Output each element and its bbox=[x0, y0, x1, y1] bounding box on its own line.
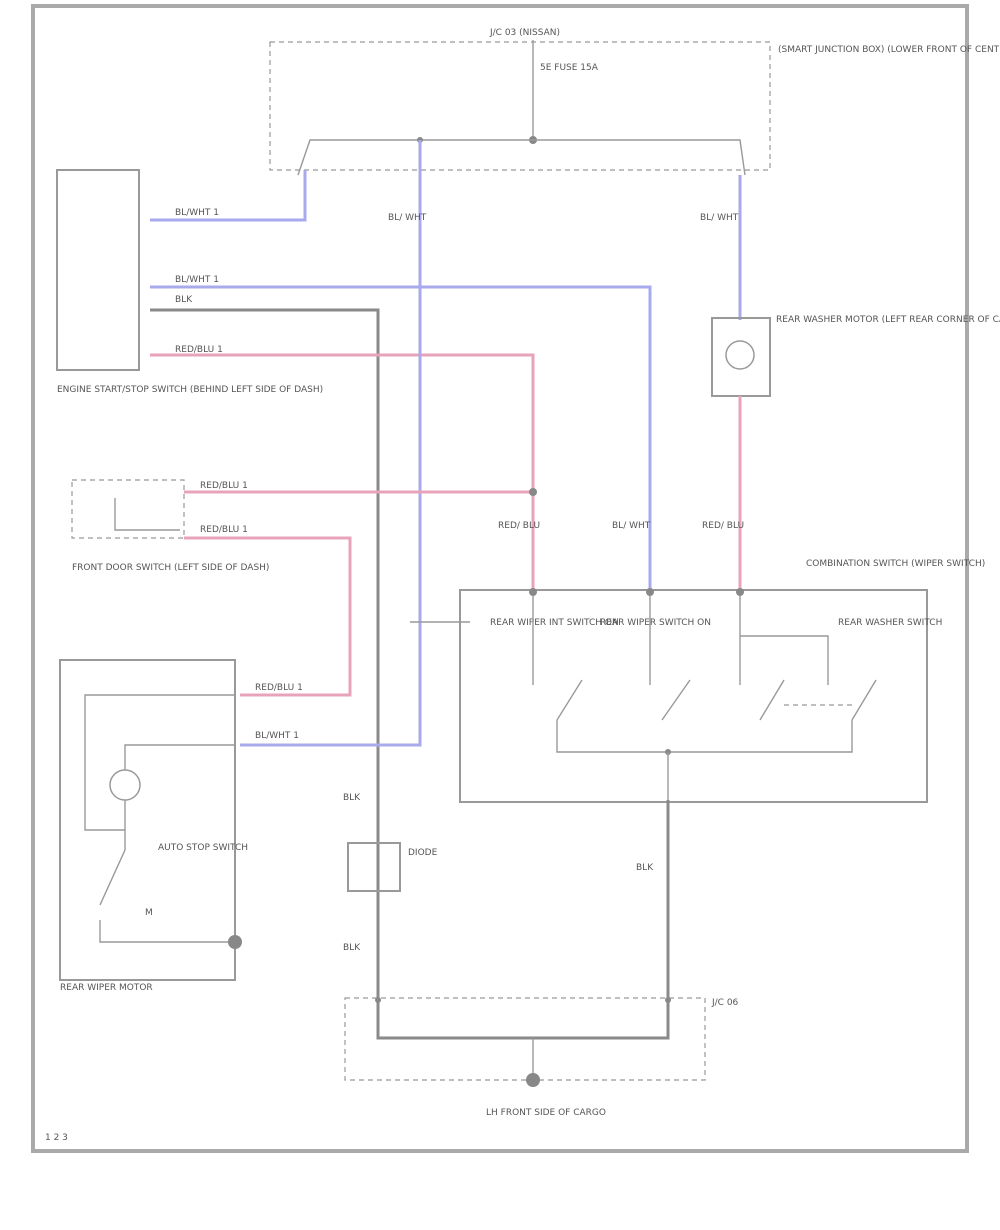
motor-wire-inner2 bbox=[124, 744, 235, 770]
wire-red-comb bbox=[150, 353, 535, 590]
motor-w2-label: BL/WHT 1 bbox=[255, 731, 299, 741]
blk1-label: BLK bbox=[636, 863, 654, 873]
ground-label: LH FRONT SIDE OF CARGO bbox=[486, 1108, 606, 1118]
top-splice-label: J/C 03 (NISSAN) bbox=[489, 28, 560, 38]
motor-ground bbox=[228, 935, 242, 949]
left-wire4-label: RED/BLU 1 bbox=[175, 345, 223, 355]
door-w1-label: RED/BLU 1 bbox=[200, 481, 248, 491]
sw2-label: REAR WIPER SWITCH ON bbox=[600, 618, 711, 628]
comb-switch-box bbox=[459, 589, 928, 803]
sw3-branch bbox=[740, 635, 829, 685]
motor-wire-inner1 bbox=[84, 694, 235, 831]
fuse-box-dashed bbox=[269, 41, 771, 171]
motor-label: REAR WIPER MOTOR bbox=[60, 983, 153, 993]
sw3-label: REAR WASHER SWITCH bbox=[838, 618, 942, 628]
sw1-blade bbox=[556, 679, 583, 721]
wire-ground-bus bbox=[376, 1030, 670, 1040]
top-pins-label: 5E FUSE 15A bbox=[540, 63, 599, 73]
door-switch-label: FRONT DOOR SWITCH (LEFT SIDE OF DASH) bbox=[72, 563, 269, 573]
washer-motor-icon bbox=[725, 340, 755, 370]
sw2-blade bbox=[661, 679, 691, 721]
diagram-frame bbox=[31, 4, 969, 1153]
comb-pin-1 bbox=[529, 588, 537, 596]
sw1-label: REAR WIPER INT SWITCH ON bbox=[490, 618, 619, 628]
right-comb-label: COMBINATION SWITCH (WIPER SWITCH) bbox=[806, 559, 985, 569]
left-wire2-label: BL/WHT 1 bbox=[175, 275, 219, 285]
comb-pin-3 bbox=[736, 588, 744, 596]
left-wire1-label: BL/WHT 1 bbox=[175, 208, 219, 218]
col-w3-label: RED/ BLU bbox=[702, 521, 744, 531]
wire-black-main bbox=[150, 308, 380, 1030]
left-switch-label: ENGINE START/STOP SWITCH (BEHIND LEFT SI… bbox=[57, 385, 323, 395]
fuse-bus bbox=[297, 139, 746, 176]
right-sensor-label: REAR WASHER MOTOR (LEFT REAR CORNER OF C… bbox=[776, 315, 1000, 325]
upper-w1-label: BL/ WHT bbox=[388, 213, 427, 223]
upper-w2-label: BL/ WHT bbox=[700, 213, 739, 223]
comb-pin-2 bbox=[646, 588, 654, 596]
ground-jc-label: J/C 06 bbox=[711, 998, 739, 1008]
blk3-label: BLK bbox=[343, 943, 361, 953]
wire-blue-motor bbox=[240, 140, 422, 747]
ground-jc-box bbox=[344, 997, 706, 1081]
sw-common bbox=[556, 720, 853, 753]
door-w2-label: RED/BLU 1 bbox=[200, 525, 248, 535]
wire-engine-comb bbox=[150, 285, 652, 590]
motor-stop-contact bbox=[99, 800, 126, 906]
blk2-label: BLK bbox=[343, 793, 361, 803]
sw3-blade bbox=[759, 679, 785, 721]
motor-w1-label: RED/BLU 1 bbox=[255, 683, 303, 693]
diode-box bbox=[347, 842, 401, 892]
door-switch-box bbox=[71, 479, 185, 539]
sw4-blade bbox=[851, 679, 877, 721]
motor-stop-label: AUTO STOP SWITCH bbox=[158, 843, 248, 853]
col-w1-label: RED/ BLU bbox=[498, 521, 540, 531]
engine-switch-box bbox=[56, 169, 140, 371]
washer-motor-box bbox=[711, 317, 771, 397]
col-w2-label: BL/ WHT bbox=[612, 521, 651, 531]
wiper-motor-box bbox=[59, 659, 236, 981]
ground-pin-2 bbox=[665, 997, 671, 1003]
diode-label: DIODE bbox=[408, 848, 438, 858]
footer-code: 1 2 3 bbox=[45, 1133, 68, 1143]
top-fuse-box-label: (SMART JUNCTION BOX) (LOWER FRONT OF CEN… bbox=[778, 45, 1000, 55]
motor-ground-wire bbox=[99, 920, 235, 943]
motor-m-icon bbox=[109, 769, 141, 801]
door-node bbox=[529, 488, 537, 496]
left-wire3-label: BLK bbox=[175, 295, 193, 305]
ground-symbol bbox=[526, 1073, 540, 1087]
door-switch-contact bbox=[114, 498, 180, 531]
wire-engine-fuse bbox=[150, 170, 307, 222]
wire-door-2 bbox=[184, 536, 352, 697]
ground-pin-1 bbox=[375, 997, 381, 1003]
motor-m-label: M bbox=[145, 908, 153, 918]
